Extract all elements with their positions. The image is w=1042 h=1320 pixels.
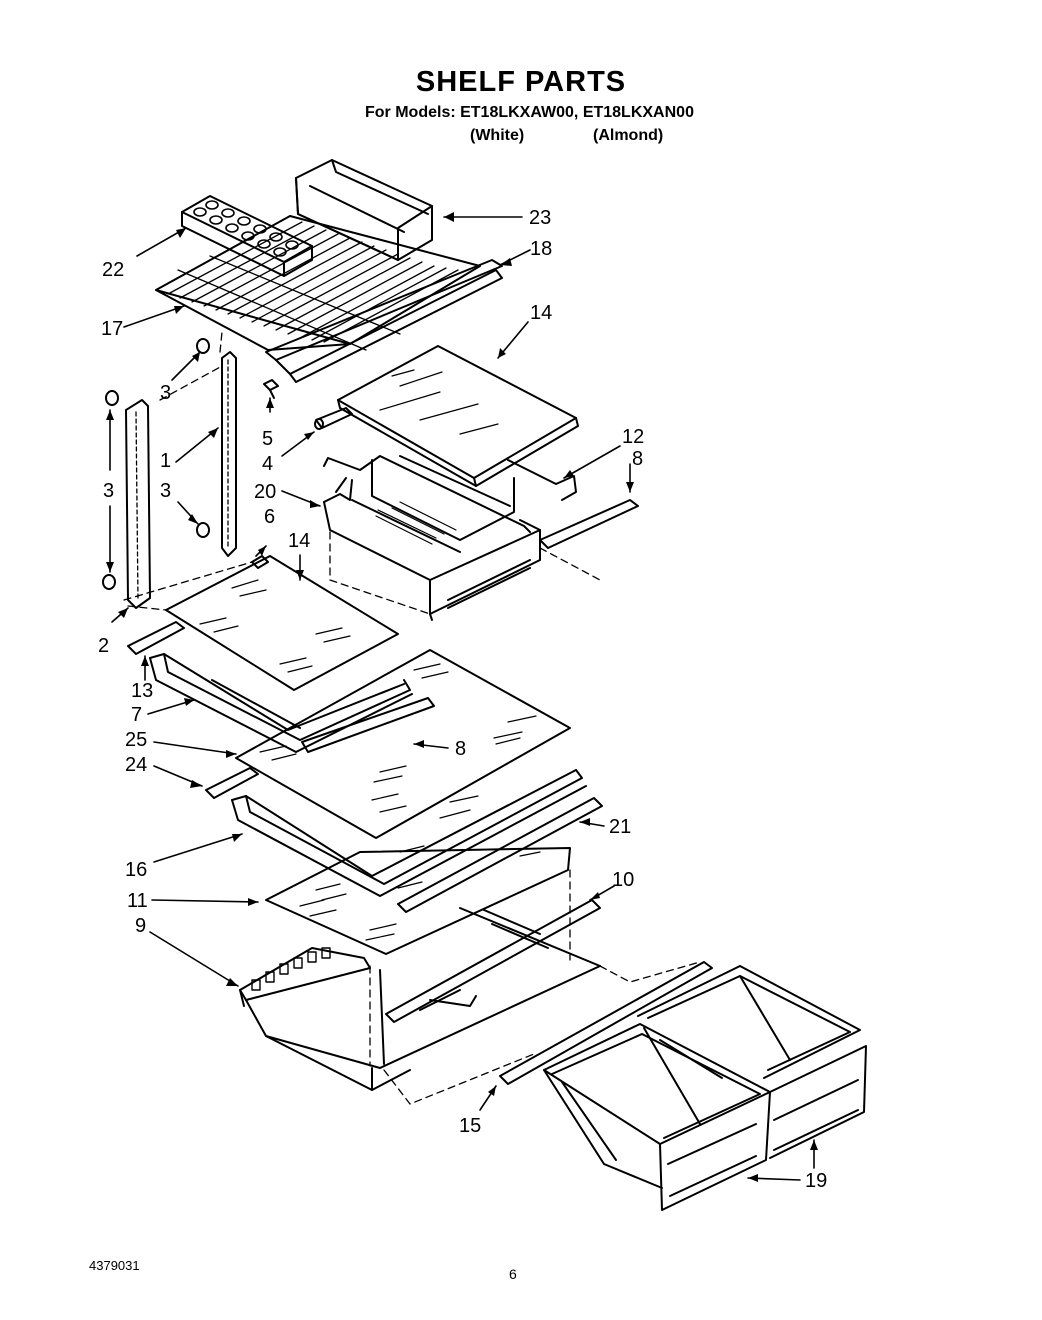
callout-2: 2 <box>98 635 109 657</box>
part-18-shelf-trim <box>265 259 503 383</box>
part-15-rail <box>499 961 713 1085</box>
part-14-glass-shelf-upper <box>337 345 579 487</box>
callout-3-top: 3 <box>160 382 171 404</box>
callout-23: 23 <box>529 207 551 229</box>
callout-14-upper: 14 <box>530 302 552 324</box>
callout-12: 12 <box>622 426 644 448</box>
part-16-shelf-frame <box>231 769 587 897</box>
part-25-glass-shelf <box>235 649 571 839</box>
part-1-ladder-rail <box>221 351 237 557</box>
callout-4: 4 <box>262 453 273 475</box>
page-title: SHELF PARTS <box>415 66 627 98</box>
callout-21: 21 <box>609 816 631 838</box>
callout-10: 10 <box>612 869 634 891</box>
part-17-wire-shelf <box>155 215 481 351</box>
model-list: For Models: ET18LKXAW00, ET18LKXAN00 <box>365 104 694 121</box>
part-14-glass-shelf-middle <box>165 555 399 691</box>
part-20-crisper <box>323 455 541 621</box>
part-8-rail-middle <box>301 697 435 753</box>
callout-9: 9 <box>135 915 146 937</box>
page-number: 6 <box>509 1266 517 1282</box>
callout-14-middle: 14 <box>288 530 310 552</box>
callout-8-middle: 8 <box>455 738 466 760</box>
callout-16: 16 <box>125 859 147 881</box>
part-2-ladder-rail <box>125 399 151 609</box>
callout-7: 7 <box>131 704 142 726</box>
callout-25: 25 <box>125 729 147 751</box>
callout-5: 5 <box>262 428 273 450</box>
callout-15: 15 <box>459 1115 481 1137</box>
callout-13: 13 <box>131 680 153 702</box>
part-22-ice-tray <box>181 195 313 277</box>
part-5-screw <box>263 379 279 399</box>
callout-19: 19 <box>805 1170 827 1192</box>
variant-white-label: (White) <box>470 127 525 144</box>
callout-3-mid: 3 <box>160 480 171 502</box>
callout-17: 17 <box>101 318 123 340</box>
callout-22: 22 <box>102 259 124 281</box>
document-number: 4379031 <box>89 1258 140 1273</box>
part-6-screw <box>251 555 269 569</box>
part-13-rail <box>127 621 185 655</box>
part-10-rail <box>385 899 601 1023</box>
part-21-rail <box>397 797 603 913</box>
part-19-crisper-drawers <box>543 965 867 1211</box>
part-24-rail <box>205 767 259 799</box>
callout-24: 24 <box>125 754 147 776</box>
callout-3-left: 3 <box>103 480 114 502</box>
part-3-caps <box>102 338 210 590</box>
callout-18: 18 <box>530 238 552 260</box>
callout-8-upper: 8 <box>632 448 643 470</box>
callout-6: 6 <box>264 506 275 528</box>
callout-11: 11 <box>127 890 148 912</box>
variant-almond-label: (Almond) <box>593 127 664 144</box>
part-11-glass-shelf <box>265 845 571 955</box>
part-8-rail-upper <box>539 499 639 549</box>
part-12-frame <box>507 459 577 501</box>
callout-20: 20 <box>254 481 276 503</box>
part-4-bracket <box>314 407 353 430</box>
callout-1: 1 <box>160 450 171 472</box>
